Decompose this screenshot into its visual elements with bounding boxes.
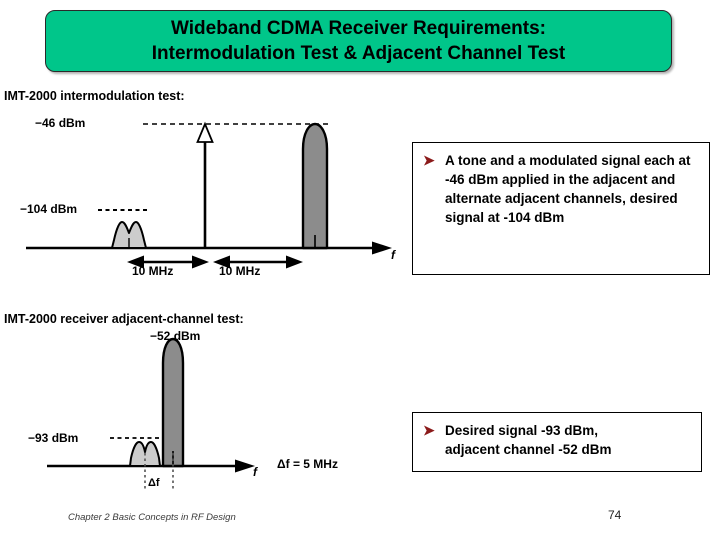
page-title: Wideband CDMA Receiver Requirements: Int… — [151, 17, 566, 64]
span-right-arrow-end — [286, 255, 303, 269]
footer-chapter-label: Chapter 2 Basic Concepts in RF Design — [68, 512, 236, 523]
span-right-arrow-start — [213, 255, 230, 269]
frequency-axis-arrowhead — [372, 241, 392, 255]
slide-title-box: Wideband CDMA Receiver Requirements: Int… — [45, 10, 672, 72]
label-delta-f-value: Δf = 5 MHz — [277, 457, 338, 471]
span-left-arrow-start — [127, 255, 144, 269]
arrow-bullet-icon: ➤ — [423, 422, 435, 438]
adjacent-channel-spectrum — [161, 337, 185, 468]
label-span-right: 10 MHz — [219, 264, 261, 278]
callout-intermodulation: ➤ A tone and a modulated signal each at … — [412, 142, 710, 275]
callout-intermodulation-text: A tone and a modulated signal each at -4… — [445, 153, 691, 226]
figure-intermodulation-test: −46 dBm −104 dBm 10 MHz 10 MHz f — [0, 105, 410, 290]
figure-adjacent-channel-test: −52 dBm −93 dBm Δf f Δf = 5 MHz — [0, 325, 410, 500]
footer-page-number: 74 — [608, 508, 622, 522]
label-level-minus104: −104 dBm — [20, 202, 78, 216]
label-delta-f: Δf — [148, 477, 160, 489]
section-caption-adjacent-channel: IMT-2000 receiver adjacent-channel test: — [4, 312, 244, 326]
label-span-left: 10 MHz — [132, 264, 174, 278]
label-frequency-axis-2: f — [253, 465, 257, 479]
label-frequency-axis: f — [391, 248, 395, 262]
label-level-minus52: −52 dBm — [150, 329, 201, 343]
frequency-axis-arrowhead-2 — [235, 459, 255, 473]
label-level-minus93: −93 dBm — [28, 431, 79, 445]
adjacent-channel-spectrum-svg — [47, 337, 255, 491]
interferer-modulated-spectrum — [301, 122, 329, 250]
intermodulation-spectrum-svg — [26, 121, 392, 269]
span-left-arrow-end — [192, 255, 209, 269]
tone-arrowhead — [196, 121, 214, 143]
desired-signal-spectrum — [111, 221, 147, 249]
callout-adjacent-channel-text: Desired signal -93 dBm, adjacent channel… — [445, 423, 612, 458]
callout-adjacent-channel: ➤ Desired signal -93 dBm, adjacent chann… — [412, 412, 702, 472]
section-caption-intermodulation: IMT-2000 intermodulation test: — [4, 89, 185, 103]
label-level-minus46: −46 dBm — [35, 116, 86, 130]
arrow-bullet-icon: ➤ — [423, 152, 435, 168]
